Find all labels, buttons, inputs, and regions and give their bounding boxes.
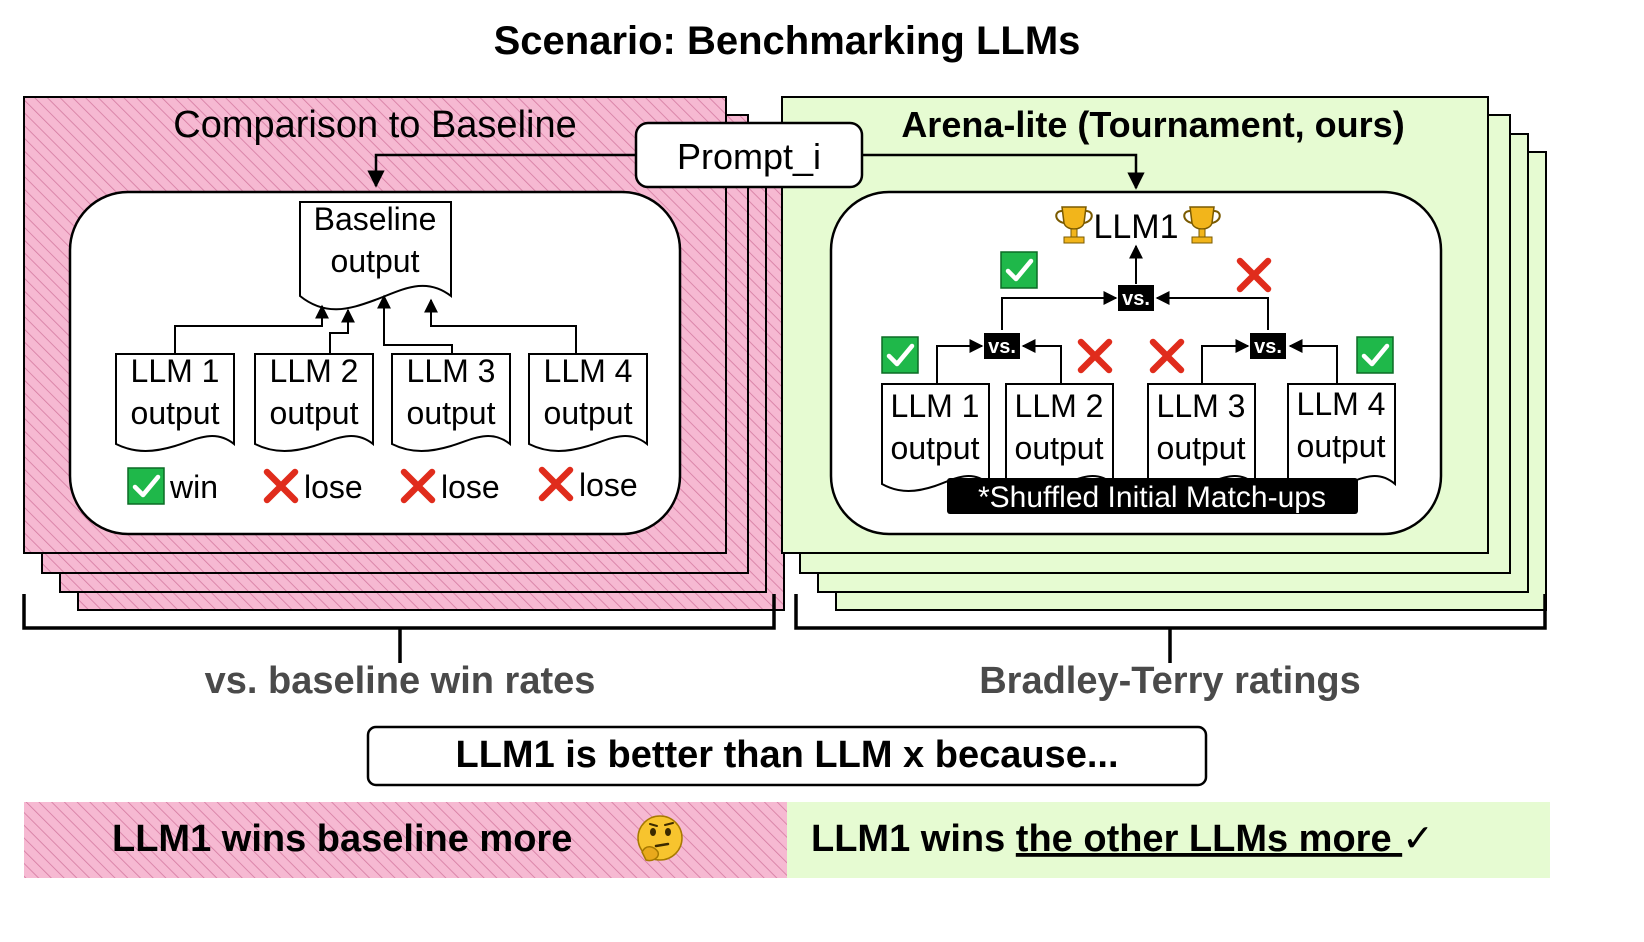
llm-2-label-2: output bbox=[270, 395, 359, 431]
left-brace bbox=[22, 594, 776, 663]
shuffled-note-badge bbox=[947, 478, 1358, 514]
llm-3-output-doc bbox=[391, 353, 511, 452]
shuffled-note: *Shuffled Initial Match-ups bbox=[978, 481, 1326, 514]
llm-4-output-doc bbox=[528, 353, 648, 452]
semifinal-right-vs-badge bbox=[1250, 333, 1286, 359]
check-icon bbox=[128, 468, 164, 504]
right-conclusion: LLM1 wins the other LLMs more ✓ bbox=[811, 818, 1434, 860]
semifinal-left-vs-badge bbox=[984, 333, 1020, 359]
arena-llm-4-label-1: LLM 4 bbox=[1297, 386, 1386, 422]
llm-4-label-1: LLM 4 bbox=[544, 353, 633, 389]
final-vs-badge bbox=[1118, 285, 1154, 311]
right-metric-label: Bradley-Terry ratings bbox=[979, 660, 1361, 702]
llm-1-result: win bbox=[169, 469, 218, 505]
llm-3-result: lose bbox=[441, 469, 500, 505]
left-metric-label: vs. baseline win rates bbox=[205, 660, 596, 702]
check-icon bbox=[882, 337, 918, 373]
winner-label: LLM1 bbox=[1093, 208, 1178, 246]
llm-2-result: lose bbox=[304, 469, 363, 505]
thinking-face-icon bbox=[637, 815, 683, 862]
right-brace bbox=[794, 594, 1547, 663]
prompt-label: Prompt_i bbox=[677, 136, 821, 177]
arena-lite-panel: Arena-lite (Tournament, ours) LLM1 vs. v… bbox=[781, 96, 1547, 611]
left-conclusion: LLM1 wins baseline more bbox=[112, 818, 572, 860]
right-conclusion-bg bbox=[787, 802, 1550, 878]
llm-1-label-2: output bbox=[131, 395, 220, 431]
baseline-output-label-1: Baseline bbox=[314, 201, 437, 237]
baseline-panel-title: Comparison to Baseline bbox=[173, 104, 576, 146]
trophy-icon bbox=[1055, 206, 1093, 244]
prompt-box bbox=[634, 121, 864, 189]
check-icon bbox=[1001, 252, 1037, 288]
check-icon bbox=[1357, 337, 1393, 373]
llm-3-label-2: output bbox=[407, 395, 496, 431]
because-box bbox=[366, 725, 1208, 787]
arena-llm-2-label-2: output bbox=[1015, 430, 1104, 466]
arena-llm-4-label-2: output bbox=[1297, 428, 1386, 464]
llm-2-label-1: LLM 2 bbox=[270, 353, 359, 389]
right-conclusion-underlined: the other LLMs more bbox=[1016, 818, 1402, 860]
right-conclusion-prefix: LLM1 wins bbox=[811, 818, 1016, 860]
page-title: Scenario: Benchmarking LLMs bbox=[494, 19, 1081, 63]
check-mark-icon: ✓ bbox=[1402, 818, 1434, 860]
arena-llm-1-label-2: output bbox=[891, 430, 980, 466]
baseline-comparison-panel: Comparison to Baseline Baseline output L… bbox=[23, 96, 785, 611]
llm-2-output-doc bbox=[254, 353, 374, 452]
llm-1-output-doc bbox=[115, 353, 235, 452]
arena-llm-2-label-1: LLM 2 bbox=[1015, 388, 1104, 424]
baseline-inner-box bbox=[68, 190, 682, 536]
llm-4-label-2: output bbox=[544, 395, 633, 431]
llm-1-label-1: LLM 1 bbox=[131, 353, 220, 389]
trophy-icon bbox=[1183, 206, 1221, 244]
arena-llm-3-label-1: LLM 3 bbox=[1157, 388, 1246, 424]
arena-llm-1-label-1: LLM 1 bbox=[891, 388, 980, 424]
final-vs-label: vs. bbox=[1122, 288, 1150, 310]
because-label: LLM1 is better than LLM x because... bbox=[455, 734, 1118, 776]
arena-panel-title: Arena-lite (Tournament, ours) bbox=[901, 104, 1404, 145]
semifinal-right-vs-label: vs. bbox=[1254, 336, 1282, 358]
llm-4-result: lose bbox=[579, 467, 638, 503]
baseline-output-label-2: output bbox=[331, 243, 420, 279]
semifinal-left-vs-label: vs. bbox=[988, 336, 1016, 358]
arena-llm-3-label-2: output bbox=[1157, 430, 1246, 466]
llm-3-label-1: LLM 3 bbox=[407, 353, 496, 389]
